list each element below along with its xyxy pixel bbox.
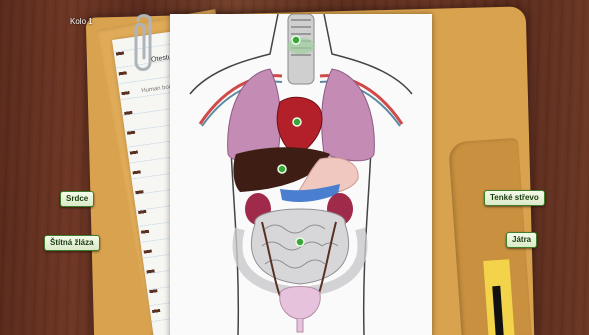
left-lung <box>228 69 281 161</box>
label-liver-button[interactable]: Játra <box>506 232 537 248</box>
label-thyroid-button[interactable]: Štítná žláza <box>44 235 100 251</box>
liver-drop-target[interactable] <box>278 165 286 173</box>
right-lung <box>322 69 375 161</box>
thyroid-drop-target[interactable] <box>292 36 300 44</box>
label-heart-button[interactable]: Srdce <box>60 191 94 207</box>
heart-drop-target[interactable] <box>293 118 301 126</box>
small-intestine-drop-target[interactable] <box>296 238 304 246</box>
body-diagram <box>170 14 432 335</box>
thyroid-organ <box>287 38 315 54</box>
paperclip-icon <box>128 14 164 76</box>
level-indicator: Kolo 1 <box>70 17 93 26</box>
label-small-intestine-button[interactable]: Tenké střevo <box>484 190 545 206</box>
heart-organ <box>277 97 322 156</box>
bladder-organ <box>280 287 320 320</box>
